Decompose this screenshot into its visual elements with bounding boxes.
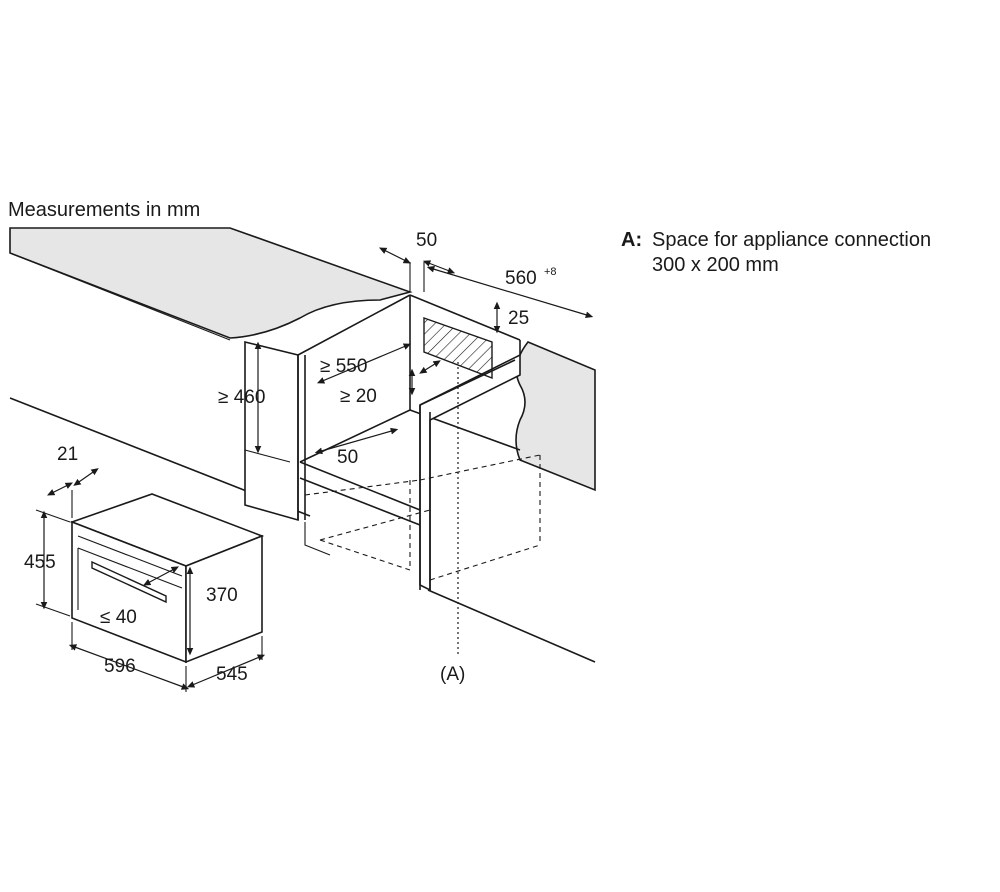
legend-key: A: [621,229,642,251]
dim-25: 25 [508,308,529,329]
dim-50-floor: 50 [337,447,358,468]
dim-455: 455 [24,552,56,573]
dim-545: 545 [216,664,248,685]
dim-596: 596 [104,656,136,677]
dim-50-top: 50 [416,230,437,251]
cabinet-dimensions: 50 560 +8 25 ≥ 550 ≥ 20 ≥ 460 50 (A) [218,230,594,685]
dim-20: ≥ 20 [340,386,377,407]
appliance-side [185,534,263,664]
marker-a: (A) [440,664,465,685]
niche-left-panel [244,340,299,522]
appliance-dimensions: 21 455 370 ≤ 40 596 545 [24,444,266,692]
cabinet-drawing [9,227,596,663]
measurements-title: Measurements in mm [8,199,200,221]
dim-370: 370 [206,585,238,606]
dim-40: ≤ 40 [100,607,137,628]
dim-560: 560 [505,268,537,289]
dim-560-tolerance: +8 [544,266,557,278]
legend-line-2: 300 x 200 mm [652,254,779,276]
left-worktop [9,227,413,339]
dim-550: ≥ 550 [320,356,367,377]
appliance-drawing [69,493,265,664]
legend-line-1: Space for appliance connection [652,229,931,251]
niche-shelf [299,409,521,463]
dim-21: 21 [57,444,78,465]
connection-space-hatch [423,317,493,380]
niche-right-panel [419,353,521,592]
dim-460: ≥ 460 [218,387,265,408]
right-worktop [515,341,596,492]
appliance-handle [91,560,167,604]
